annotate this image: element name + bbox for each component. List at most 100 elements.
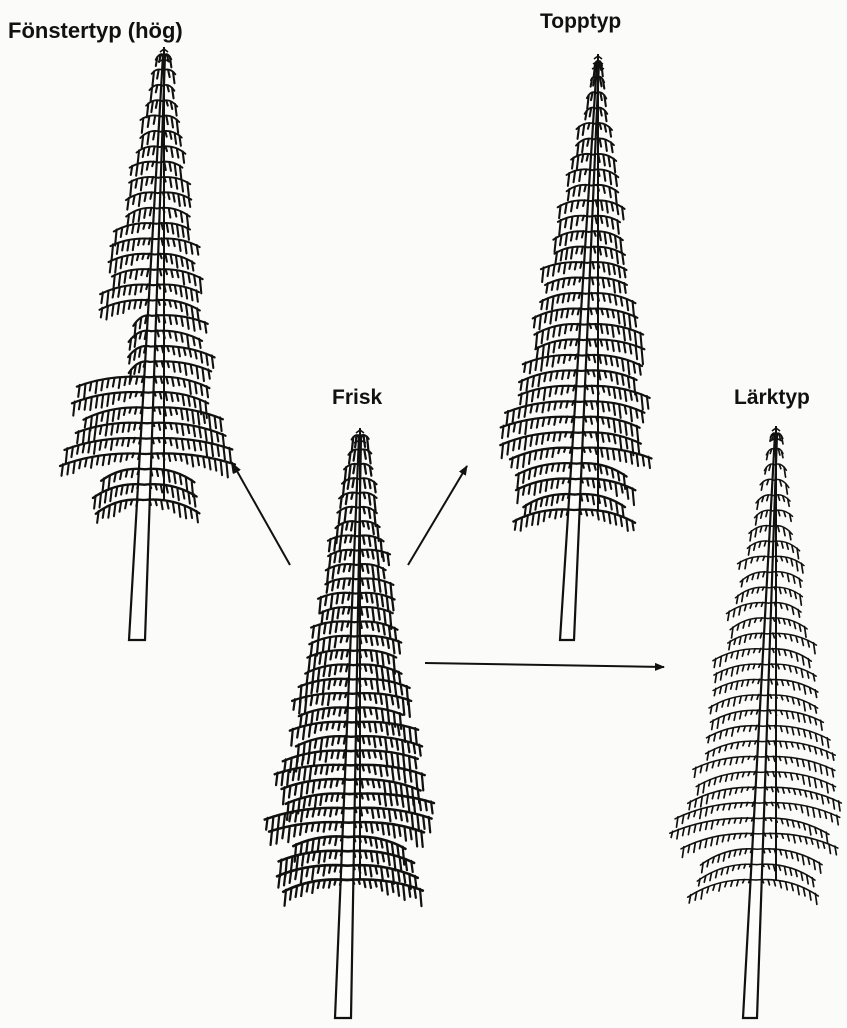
foliage-tick [552,297,554,309]
foliage-tick [120,454,122,462]
foliage-tick [323,639,325,653]
foliage-tick [172,224,174,234]
foliage-tick [125,501,127,509]
foliage-tick [382,653,384,666]
foliage-tick [363,722,365,728]
foliage-tick [332,581,334,590]
foliage-tick [541,499,543,507]
foliage-tick [757,557,759,561]
foliage-tick [607,449,609,459]
foliage-tick [370,838,372,846]
foliage-tick [616,374,618,384]
foliage-tick [134,438,136,443]
foliage-tick [312,840,314,852]
foliage-tick [300,714,302,726]
foliage-tick [552,356,554,366]
foliage-tick [324,808,326,815]
foliage-tick [632,521,634,531]
foliage-tick [187,335,189,348]
foliage-tick [780,603,782,608]
foliage-tick [565,218,567,227]
foliage-tick [163,453,165,459]
foliage-tick [367,579,369,588]
foliage-tick [728,835,730,841]
foliage-tick [551,480,553,489]
foliage-tick [757,588,759,593]
foliage-tick [371,852,373,862]
foliage-tick [629,314,631,329]
foliage-tick [330,623,332,634]
foliage-tick [740,712,742,719]
foliage-tick [792,712,794,718]
branch [696,772,761,787]
foliage-tick [175,302,177,308]
foliage-tick [417,814,419,829]
foliage-tick [764,541,766,546]
foliage-tick [358,707,360,713]
foliage-tick [206,443,208,457]
foliage-tick [132,453,134,457]
foliage-tick [789,804,791,810]
foliage-tick [822,796,824,804]
foliage-tick [557,280,559,289]
foliage-tick [326,751,328,761]
foliage-tick [337,793,339,801]
foliage-tick [159,407,161,414]
foliage-tick [102,413,104,421]
foliage-tick [786,742,788,748]
foliage-tick [508,424,510,436]
foliage-tick [760,527,762,532]
foliage-tick [745,560,747,569]
foliage-tick [803,776,805,784]
foliage-tick [179,240,181,251]
foliage-tick [107,394,109,406]
foliage-tick [742,593,744,602]
foliage-tick [73,461,75,473]
foliage-tick [395,628,397,640]
foliage-tick [266,818,268,830]
foliage-tick [370,466,372,475]
foliage-tick [408,742,410,752]
foliage-tick [556,387,558,394]
foliage-tick [355,793,357,797]
foliage-tick [416,829,418,846]
foliage-tick [606,467,608,474]
foliage-tick [636,346,638,359]
foliage-tick [175,316,177,324]
foliage-tick [329,865,331,872]
foliage-tick [414,743,416,753]
foliage-tick [618,327,620,334]
foliage-tick [625,406,627,414]
foliage-tick [153,131,155,139]
foliage-tick [167,501,169,508]
foliage-tick [195,383,197,394]
foliage-tick [612,341,614,351]
branch [558,200,591,207]
foliage-tick [192,411,194,423]
foliage-tick [523,471,525,483]
foliage-tick [133,240,135,250]
foliage-tick [529,453,531,464]
foliage-tick [593,479,595,487]
foliage-tick [718,761,720,766]
foliage-tick [742,681,744,686]
foliage-tick [295,870,297,879]
foliage-tick [745,711,747,716]
foliage-tick [203,413,205,423]
foliage-tick [571,233,573,241]
foliage-tick [598,154,600,162]
branch [157,208,190,217]
foliage-tick [176,179,178,189]
foliage-tick [629,329,631,339]
foliage-tick [621,516,623,526]
foliage-tick [374,751,376,757]
foliage-tick [188,273,190,282]
foliage-tick [572,416,574,422]
foliage-tick [284,873,286,885]
foliage-tick [381,723,383,731]
foliage-tick [142,376,144,382]
foliage-tick [362,765,364,771]
foliage-tick [282,828,284,839]
foliage-tick [155,376,157,382]
foliage-tick [701,890,703,899]
